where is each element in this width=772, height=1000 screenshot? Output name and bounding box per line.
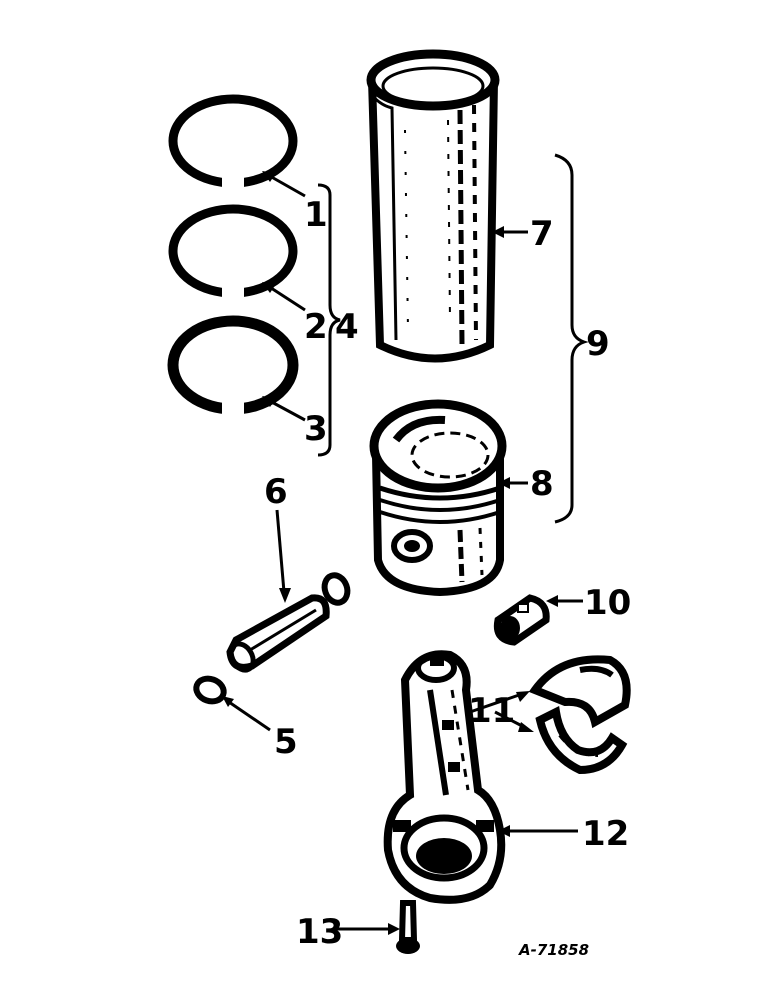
cylinder-sleeve [366, 49, 500, 363]
callout-11: 11 [468, 691, 515, 731]
bushing-leader [546, 595, 583, 607]
bracket-9 [554, 153, 589, 524]
bearing-leaders [469, 691, 534, 732]
callout-6: 6 [264, 472, 288, 512]
callout-10: 10 [584, 583, 631, 623]
rod-leader [498, 825, 578, 837]
callout-2: 2 [304, 307, 328, 347]
callout-9: 9 [586, 324, 610, 364]
callout-3: 3 [304, 409, 328, 449]
piston-ring-3 [167, 315, 299, 415]
ring-leaders [262, 171, 306, 422]
connecting-rod [383, 650, 506, 904]
callout-8: 8 [530, 464, 554, 504]
pin-leader [275, 509, 291, 603]
callout-4: 4 [335, 307, 359, 347]
piston [369, 399, 507, 597]
callout-1: 1 [304, 195, 328, 235]
callout-7: 7 [530, 214, 554, 254]
callout-5: 5 [274, 722, 298, 762]
snap-ring-lower [193, 675, 271, 732]
bearing-shell-upper [528, 655, 631, 729]
reference-code: A-71858 [518, 941, 589, 959]
piston-ring-1 [168, 94, 298, 188]
bearing-shell-lower [535, 705, 628, 775]
snap-ring-upper [321, 572, 351, 606]
piston-ring-2 [168, 204, 298, 298]
piston-leader [498, 477, 528, 489]
piston-pin [226, 594, 330, 673]
bracket-4 [317, 183, 341, 457]
bolt-leader [334, 923, 400, 935]
sleeve-leader [492, 226, 528, 238]
callout-12: 12 [582, 814, 629, 854]
pin-bushing [493, 594, 550, 646]
callout-13: 13 [296, 912, 343, 952]
rod-bolt [396, 900, 420, 954]
